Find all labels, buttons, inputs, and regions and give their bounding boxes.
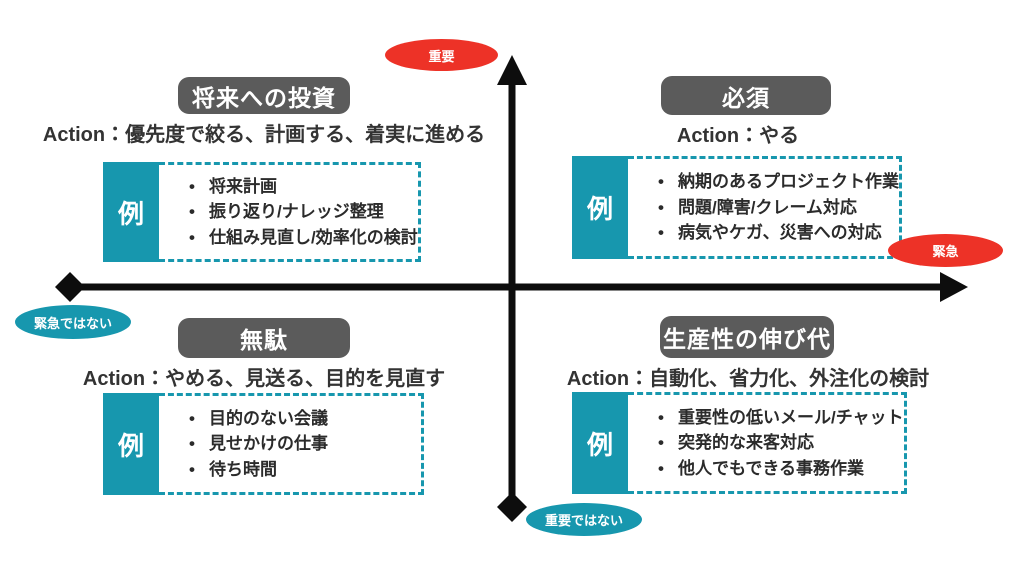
example-label: 例 bbox=[572, 156, 628, 259]
quadrant-title-label: 必須 bbox=[722, 84, 770, 111]
quadrant-action-must-do: Action：やる bbox=[676, 125, 800, 147]
example-box-productivity-upside: 例 重要性の低いメール/チャット 突発的な来客対応 他人でもできる事務作業 bbox=[572, 392, 907, 494]
example-box-waste: 例 目的のない会議 見せかけの仕事 待ち時間 bbox=[103, 393, 424, 495]
axis-label-not-important: 重要ではない bbox=[526, 503, 642, 536]
example-item: 納期のあるプロジェクト作業 bbox=[658, 169, 899, 195]
quadrant-title-label: 無駄 bbox=[240, 327, 288, 353]
example-box-future-investment: 例 将来計画 振り返り/ナレッジ整理 仕組み見直し/効率化の検討 bbox=[103, 162, 421, 262]
example-list: 将来計画 振り返り/ナレッジ整理 仕組み見直し/効率化の検討 bbox=[159, 174, 418, 251]
axis-label-important: 重要 bbox=[385, 39, 498, 71]
horizontal-axis-right-arrowhead bbox=[940, 272, 968, 302]
vertical-axis-bottom-diamond bbox=[497, 492, 527, 522]
quadrant-action-waste: Action：やめる、見送る、目的を見直す bbox=[82, 368, 446, 390]
example-box-must-do: 例 納期のあるプロジェクト作業 問題/障害/クレーム対応 病気やケガ、災害への対… bbox=[572, 156, 902, 259]
example-item: 将来計画 bbox=[189, 174, 418, 200]
example-body: 目的のない会議 見せかけの仕事 待ち時間 bbox=[159, 393, 424, 495]
example-list: 納期のあるプロジェクト作業 問題/障害/クレーム対応 病気やケガ、災害への対応 bbox=[628, 169, 899, 246]
axis-label-not-urgent: 緊急ではない bbox=[15, 305, 131, 339]
example-label: 例 bbox=[572, 392, 628, 494]
example-label: 例 bbox=[103, 393, 159, 495]
quadrant-title-future-investment: 将来への投資 bbox=[178, 77, 350, 114]
example-item: 他人でもできる事務作業 bbox=[658, 456, 904, 482]
example-item: 重要性の低いメール/チャット bbox=[658, 405, 904, 431]
example-item: 病気やケガ、災害への対応 bbox=[658, 220, 899, 246]
example-item: 突発的な来客対応 bbox=[658, 430, 904, 456]
quadrant-title-productivity-upside: 生産性の伸び代 bbox=[660, 316, 834, 358]
axis-label-urgent: 緊急 bbox=[888, 234, 1003, 267]
example-item: 見せかけの仕事 bbox=[189, 431, 328, 457]
example-label: 例 bbox=[103, 162, 159, 262]
example-item: 目的のない会議 bbox=[189, 406, 328, 432]
example-item: 仕組み見直し/効率化の検討 bbox=[189, 225, 418, 251]
quadrant-title-must-do: 必須 bbox=[661, 76, 831, 115]
example-body: 将来計画 振り返り/ナレッジ整理 仕組み見直し/効率化の検討 bbox=[159, 162, 421, 262]
quadrant-action-productivity-upside: Action：自動化、省力化、外注化の検討 bbox=[566, 368, 930, 390]
horizontal-axis-left-diamond bbox=[55, 272, 85, 302]
vertical-axis-top-arrowhead bbox=[497, 55, 527, 85]
example-body: 納期のあるプロジェクト作業 問題/障害/クレーム対応 病気やケガ、災害への対応 bbox=[628, 156, 902, 259]
quadrant-title-waste: 無駄 bbox=[178, 318, 350, 358]
example-item: 問題/障害/クレーム対応 bbox=[658, 195, 899, 221]
quadrant-title-label: 将来への投資 bbox=[192, 84, 336, 111]
example-list: 目的のない会議 見せかけの仕事 待ち時間 bbox=[159, 406, 328, 483]
quadrant-action-future-investment: Action：優先度で絞る、計画する、着実に進める bbox=[42, 124, 486, 146]
example-item: 待ち時間 bbox=[189, 457, 328, 483]
example-item: 振り返り/ナレッジ整理 bbox=[189, 199, 418, 225]
example-list: 重要性の低いメール/チャット 突発的な来客対応 他人でもできる事務作業 bbox=[628, 405, 904, 482]
quadrant-title-label: 生産性の伸び代 bbox=[663, 326, 831, 352]
example-body: 重要性の低いメール/チャット 突発的な来客対応 他人でもできる事務作業 bbox=[628, 392, 907, 494]
